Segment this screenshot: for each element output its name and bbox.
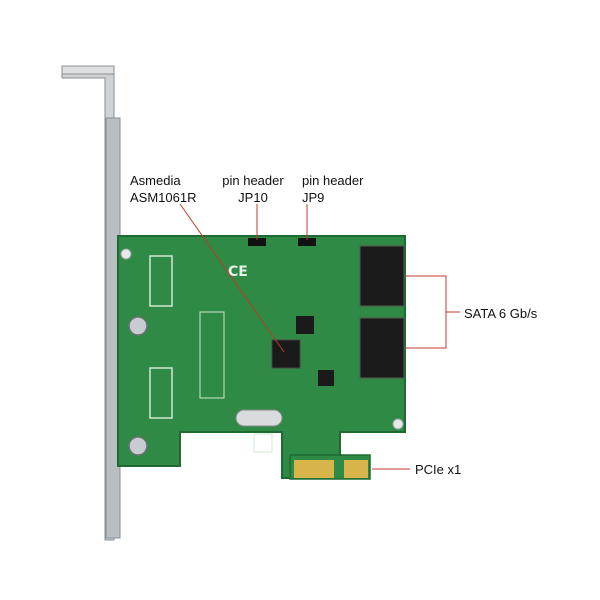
ic-small [296,316,314,334]
crystal-oscillator [235,409,283,427]
label-asmedia-line2: ASM1061R [130,190,197,205]
mounting-bracket [61,65,121,541]
label-asmedia: Asmedia ASM1061R [130,172,196,206]
label-jp10-line1: pin header [222,173,284,188]
callout-asmedia [179,203,285,353]
sata-port-upper [359,245,405,307]
label-jp10: pin header JP10 [222,172,284,206]
weee-mark [253,433,273,453]
mount-hole [392,418,404,430]
bracket-screw [128,436,148,456]
label-jp10-line2: JP10 [238,190,268,205]
label-jp9-line2: JP9 [302,190,325,205]
mount-hole [120,248,132,260]
label-asmedia-line1: Asmedia [130,173,181,188]
bracket-screw [128,316,148,336]
jumper-jp10 [248,238,266,246]
label-pcie: PCIe x1 [415,462,462,477]
pcb-board: CE [117,235,406,480]
label-jp9-line1: pin header [302,173,364,188]
jumper-jp9 [298,238,316,246]
ce-mark: CE [228,264,248,280]
label-sata: SATA 6 Gb/s [464,306,538,321]
asmedia-chip [271,339,301,369]
pin-array [199,311,225,399]
pcie-gold-fingers [294,460,368,478]
ic-small [318,370,334,386]
callout-sata [406,275,447,349]
callout-lines [179,203,460,470]
sata-port-lower [359,317,405,379]
label-jp9: pin header JP9 [302,172,372,206]
